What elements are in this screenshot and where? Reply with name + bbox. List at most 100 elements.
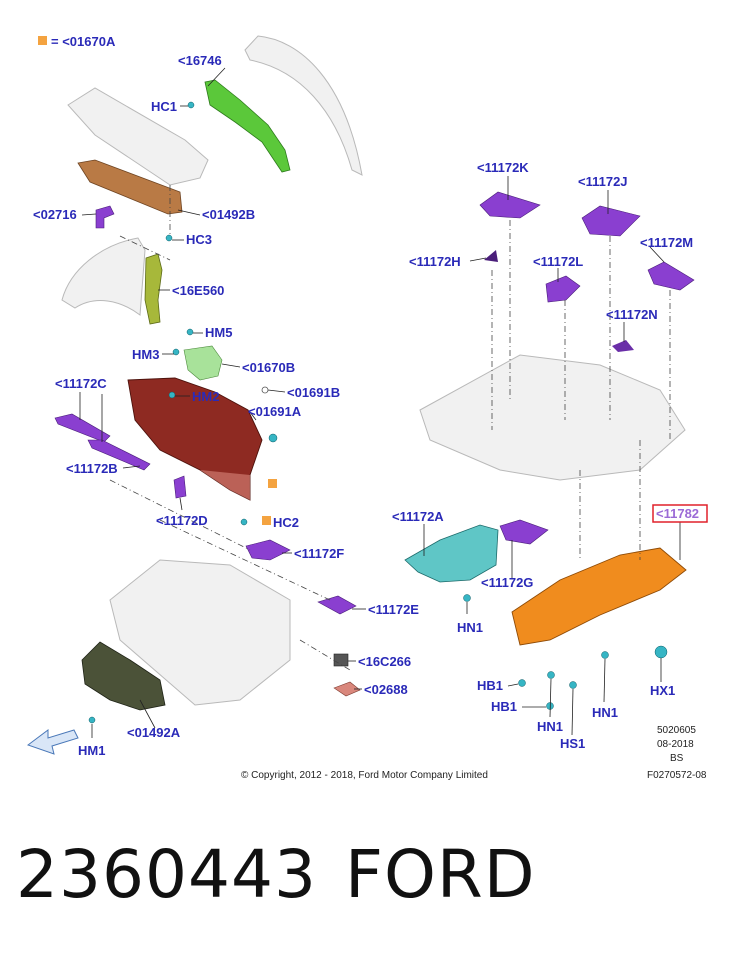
label-16E560[interactable]: <16E560 (172, 283, 224, 298)
label-11172B[interactable]: <11172B (66, 461, 118, 476)
label-11172J[interactable]: <11172J (578, 174, 628, 189)
callout-labels: <16746 HC1 <01492B <02716 HC3 <16E560 HM… (33, 53, 699, 758)
label-hc1[interactable]: HC1 (151, 99, 177, 114)
label-hm1[interactable]: HM1 (78, 743, 105, 758)
label-11172A[interactable]: <11172A (392, 509, 444, 524)
fastener-hm2[interactable] (168, 391, 176, 399)
brand-caption: FORD (345, 836, 536, 913)
fastener-hx1[interactable] (654, 645, 668, 659)
fasteners (88, 101, 668, 724)
label-hm2[interactable]: HM2 (192, 389, 219, 404)
fastener-hn1-mid[interactable] (547, 671, 555, 679)
part-16E560-olive-strip[interactable] (144, 253, 163, 325)
label-01691A[interactable]: <01691A (248, 404, 302, 419)
label-01691B[interactable]: <01691B (287, 385, 340, 400)
label-11172C[interactable]: <11172C (55, 376, 107, 391)
fastener-hc3[interactable] (165, 234, 173, 242)
label-02716[interactable]: <02716 (33, 207, 77, 222)
part-01492A-panel[interactable] (81, 641, 166, 711)
part-11172L-pad[interactable] (545, 275, 581, 303)
label-hs1[interactable]: HS1 (560, 736, 585, 751)
part-11172E-pad[interactable] (317, 595, 357, 615)
fastener-01691A[interactable] (268, 433, 278, 443)
label-hm3[interactable]: HM3 (132, 347, 159, 362)
highlight-box-11782 (652, 504, 708, 523)
label-16746[interactable]: <16746 (178, 53, 222, 68)
legend-swatch (38, 36, 47, 45)
footer-bs: BS (670, 753, 684, 764)
label-11172H[interactable]: <11172H (409, 254, 461, 269)
label-hb1-a[interactable]: HB1 (477, 678, 503, 693)
part-11172C-strip[interactable] (54, 413, 111, 443)
part-dash-insulator-highlight (200, 470, 250, 500)
label-11172N[interactable]: <11172N (606, 307, 658, 322)
part-11172A-shield-teal[interactable] (404, 524, 499, 583)
footer-info: 5020605 08-2018 BS F0270572-08 © Copyrig… (241, 725, 707, 781)
fastener-hn1-right[interactable] (601, 651, 609, 659)
label-11172L[interactable]: <11172L (533, 254, 583, 269)
fastener-hm3[interactable] (172, 348, 180, 356)
label-11172D[interactable]: <11172D (156, 513, 208, 528)
label-hn1-mid[interactable]: HN1 (537, 719, 563, 734)
cowl-panel-ghost (67, 87, 209, 186)
floor-pan-ghost (419, 354, 686, 481)
fastener-hc2[interactable] (240, 518, 248, 526)
label-11172K[interactable]: <11172K (477, 160, 529, 175)
fastener-hc1[interactable] (187, 101, 195, 109)
footer-code: 5020605 (657, 725, 696, 736)
part-16746-green-seal[interactable] (204, 79, 291, 173)
label-hn1-right[interactable]: HN1 (592, 705, 618, 720)
label-11172M[interactable]: <11172M (640, 235, 693, 250)
part-11172M-pad[interactable] (647, 261, 695, 291)
part-11782-underbody-shield[interactable] (511, 547, 687, 646)
part-11172F-pad[interactable] (245, 539, 291, 561)
footer-date: 08-2018 (657, 739, 694, 750)
part-11172H-pad[interactable] (484, 250, 498, 262)
label-16C266[interactable]: <16C266 (358, 654, 411, 669)
label-hc2[interactable]: HC2 (273, 515, 299, 530)
label-11782[interactable]: <11782 (656, 506, 699, 521)
fastener-hm1[interactable] (88, 716, 96, 724)
label-hb1-b[interactable]: HB1 (491, 699, 517, 714)
part-02716-bracket[interactable] (95, 205, 115, 229)
fastener-hs1[interactable] (569, 681, 577, 689)
part-11172K-pad[interactable] (479, 191, 541, 219)
part-01670A-marker (268, 479, 277, 488)
hood-panel-ghost (244, 35, 363, 176)
part-01670B-bracket[interactable] (183, 345, 223, 381)
label-hx1[interactable]: HX1 (650, 683, 675, 698)
label-hn1-left[interactable]: HN1 (457, 620, 483, 635)
label-11172G[interactable]: <11172G (481, 575, 533, 590)
label-11172E[interactable]: <11172E (368, 602, 419, 617)
fastener-01691B[interactable] (261, 386, 269, 394)
label-hc3[interactable]: HC3 (186, 232, 212, 247)
front-direction-arrow-icon (26, 729, 79, 755)
part-11172J-pad[interactable] (581, 205, 641, 237)
part-11172G-pad[interactable] (499, 519, 549, 545)
construction-lines (109, 185, 671, 671)
label-hm5[interactable]: HM5 (205, 325, 232, 340)
part-11172N-pad[interactable] (612, 340, 634, 352)
part-number-caption: 2360443 (16, 836, 317, 913)
label-11172F[interactable]: <11172F (294, 546, 344, 561)
part-02688-pad[interactable] (333, 681, 361, 697)
fastener-hm5[interactable] (186, 328, 194, 336)
label-01492B[interactable]: <01492B (202, 207, 255, 222)
hc2-swatch (262, 516, 271, 525)
leader-lines (79, 67, 681, 738)
part-11172B-strip[interactable] (87, 439, 151, 471)
part-01492B-brown-pad[interactable] (77, 159, 183, 215)
legend-text: = <01670A (51, 34, 116, 49)
part-11172D-pad[interactable] (173, 475, 187, 499)
label-01492A[interactable]: <01492A (127, 725, 181, 740)
label-01670B[interactable]: <01670B (242, 360, 295, 375)
part-16C266-block[interactable] (333, 653, 349, 667)
fastener-hn1-left[interactable] (463, 594, 471, 602)
fastener-hb1-a[interactable] (518, 679, 526, 687)
label-02688[interactable]: <02688 (364, 682, 408, 697)
front-structure-ghost (109, 559, 291, 706)
legend: = <01670A (38, 34, 116, 49)
footer-ref: F0270572-08 (647, 770, 707, 781)
footer-copyright: © Copyright, 2012 - 2018, Ford Motor Com… (241, 770, 488, 781)
